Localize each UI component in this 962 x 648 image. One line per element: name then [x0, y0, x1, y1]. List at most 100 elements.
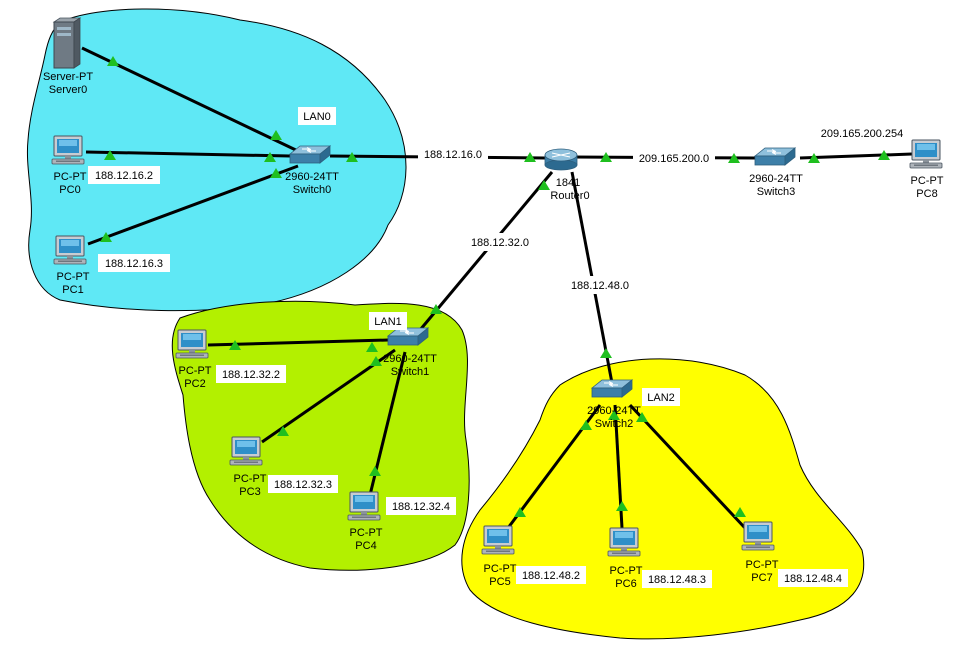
switch2-name-label: Switch2 — [595, 418, 634, 430]
pc7-device[interactable]: PC-PT PC7 — [741, 521, 779, 584]
switch0-name-label: Switch0 — [293, 184, 332, 196]
pc8-ip-box: 209.165.200.254 — [815, 124, 909, 142]
link-switch3-pc8 — [799, 152, 913, 160]
pc-icon — [607, 527, 641, 557]
pc3-device[interactable]: PC-PT PC3 — [229, 436, 267, 498]
lan2-label-box: LAN2 — [642, 388, 680, 406]
link-light — [514, 507, 526, 517]
pc1-ip-box: 188.12.16.3 — [98, 254, 170, 272]
pc4-ip-label: 188.12.32.4 — [392, 501, 450, 513]
pc4-device[interactable]: PC-PT PC4 — [347, 491, 383, 552]
server0-name-label: Server0 — [49, 84, 88, 96]
link-light — [100, 232, 112, 242]
pc4-ip-box: 188.12.32.4 — [386, 497, 456, 515]
link-light — [600, 348, 612, 358]
pc-icon — [347, 491, 381, 521]
switch2-type-label: 2960-24TT — [587, 405, 641, 417]
link-light — [270, 130, 282, 140]
pc6-name-label: PC6 — [615, 578, 636, 590]
pc0-device[interactable]: PC-PT PC0 — [51, 135, 87, 196]
pc2-ip-label: 188.12.32.2 — [222, 369, 280, 381]
pc3-ip-label: 188.12.32.3 — [274, 479, 332, 491]
pc-icon — [229, 436, 263, 466]
router0-type-label: 1841 — [556, 177, 580, 189]
pc4-type-label: PC-PT — [350, 527, 383, 539]
link-pc2-switch1 — [207, 338, 389, 347]
pc-icon — [481, 525, 515, 555]
lan0-net-box: 188.12.16.0 — [418, 145, 488, 163]
switch0-device[interactable]: 2960-24TT Switch0 — [285, 145, 339, 196]
pc6-ip-box: 188.12.48.3 — [642, 570, 712, 588]
pc2-type-label: PC-PT — [179, 365, 212, 377]
pc5-type-label: PC-PT — [484, 563, 517, 575]
switch0-type-label: 2960-24TT — [285, 171, 339, 183]
pc3-name-label: PC3 — [239, 486, 260, 498]
pc-icon — [741, 521, 775, 551]
lan0-label: LAN0 — [303, 111, 331, 123]
pc-icon — [51, 135, 85, 165]
pc7-name-label: PC7 — [751, 572, 772, 584]
lan1-label-box: LAN1 — [369, 312, 407, 330]
switch1-device[interactable]: 2960-24TT Switch1 — [383, 327, 437, 378]
link-light — [346, 152, 358, 162]
link-light — [608, 410, 620, 420]
link-pc1-switch0 — [87, 164, 299, 246]
ip-labels: LAN0 188.12.16.2 188.12.16.3 188.12.16.0… — [88, 107, 909, 588]
pc2-ip-box: 188.12.32.2 — [216, 365, 286, 383]
link-light — [580, 420, 592, 430]
link-light — [277, 426, 289, 436]
pc6-device[interactable]: PC-PT PC6 — [607, 527, 643, 590]
pc0-ip-box: 188.12.16.2 — [88, 166, 160, 184]
pc1-ip-label: 188.12.16.3 — [105, 258, 163, 270]
pc5-ip-box: 188.12.48.2 — [516, 566, 586, 584]
pc1-name-label: PC1 — [62, 284, 83, 296]
router0-device[interactable]: 1841 Router0 — [544, 148, 590, 202]
link-lights — [100, 56, 890, 517]
link-light — [734, 507, 746, 517]
link-light — [430, 304, 442, 314]
lan1-net-label: 188.12.32.0 — [471, 237, 529, 249]
link-light — [229, 340, 241, 350]
link-light — [107, 56, 119, 66]
link-light — [366, 342, 378, 352]
link-light — [808, 153, 820, 163]
lan2-label: LAN2 — [647, 392, 675, 404]
switch3-type-label: 2960-24TT — [749, 173, 803, 185]
link-light — [524, 152, 536, 162]
switch1-type-label: 2960-24TT — [383, 353, 437, 365]
pc0-ip-label: 188.12.16.2 — [95, 170, 153, 182]
link-pc7-switch2 — [628, 403, 747, 530]
lan0-label-box: LAN0 — [298, 107, 336, 125]
lan2-net-box: 188.12.48.0 — [565, 276, 635, 294]
lan0-net-label: 188.12.16.0 — [424, 149, 482, 161]
pc6-type-label: PC-PT — [610, 565, 643, 577]
pc7-ip-box: 188.12.48.4 — [778, 569, 848, 587]
wan-net-box: 209.165.200.0 — [633, 149, 715, 167]
pc8-device[interactable]: PC-PT PC8 — [909, 139, 944, 200]
pc1-device[interactable]: PC-PT PC1 — [53, 235, 90, 296]
switch-icon — [754, 147, 796, 166]
lan1-label: LAN1 — [374, 316, 402, 328]
pc2-device[interactable]: PC-PT PC2 — [175, 329, 212, 390]
pc0-type-label: PC-PT — [54, 171, 87, 183]
router-icon — [544, 148, 578, 171]
link-light — [538, 180, 550, 190]
link-pc0-switch0 — [85, 150, 291, 158]
server0-device[interactable]: Server-PT Server0 — [43, 17, 93, 96]
pc6-ip-label: 188.12.48.3 — [648, 574, 706, 586]
pc8-name-label: PC8 — [916, 188, 937, 200]
link-light — [728, 153, 740, 163]
link-light — [878, 150, 890, 160]
link-light — [600, 152, 612, 162]
pc3-ip-box: 188.12.32.3 — [268, 475, 338, 493]
switch2-device[interactable]: 2960-24TT Switch2 — [587, 379, 641, 430]
switch3-device[interactable]: 2960-24TT Switch3 — [749, 147, 803, 198]
router0-name-label: Router0 — [550, 190, 589, 202]
pc5-device[interactable]: PC-PT PC5 — [481, 525, 517, 588]
switch3-name-label: Switch3 — [757, 186, 796, 198]
pc4-name-label: PC4 — [355, 540, 376, 552]
server-icon — [52, 17, 82, 69]
link-light — [270, 168, 282, 178]
pc5-ip-label: 188.12.48.2 — [522, 570, 580, 582]
pc7-ip-label: 188.12.48.4 — [784, 573, 842, 585]
